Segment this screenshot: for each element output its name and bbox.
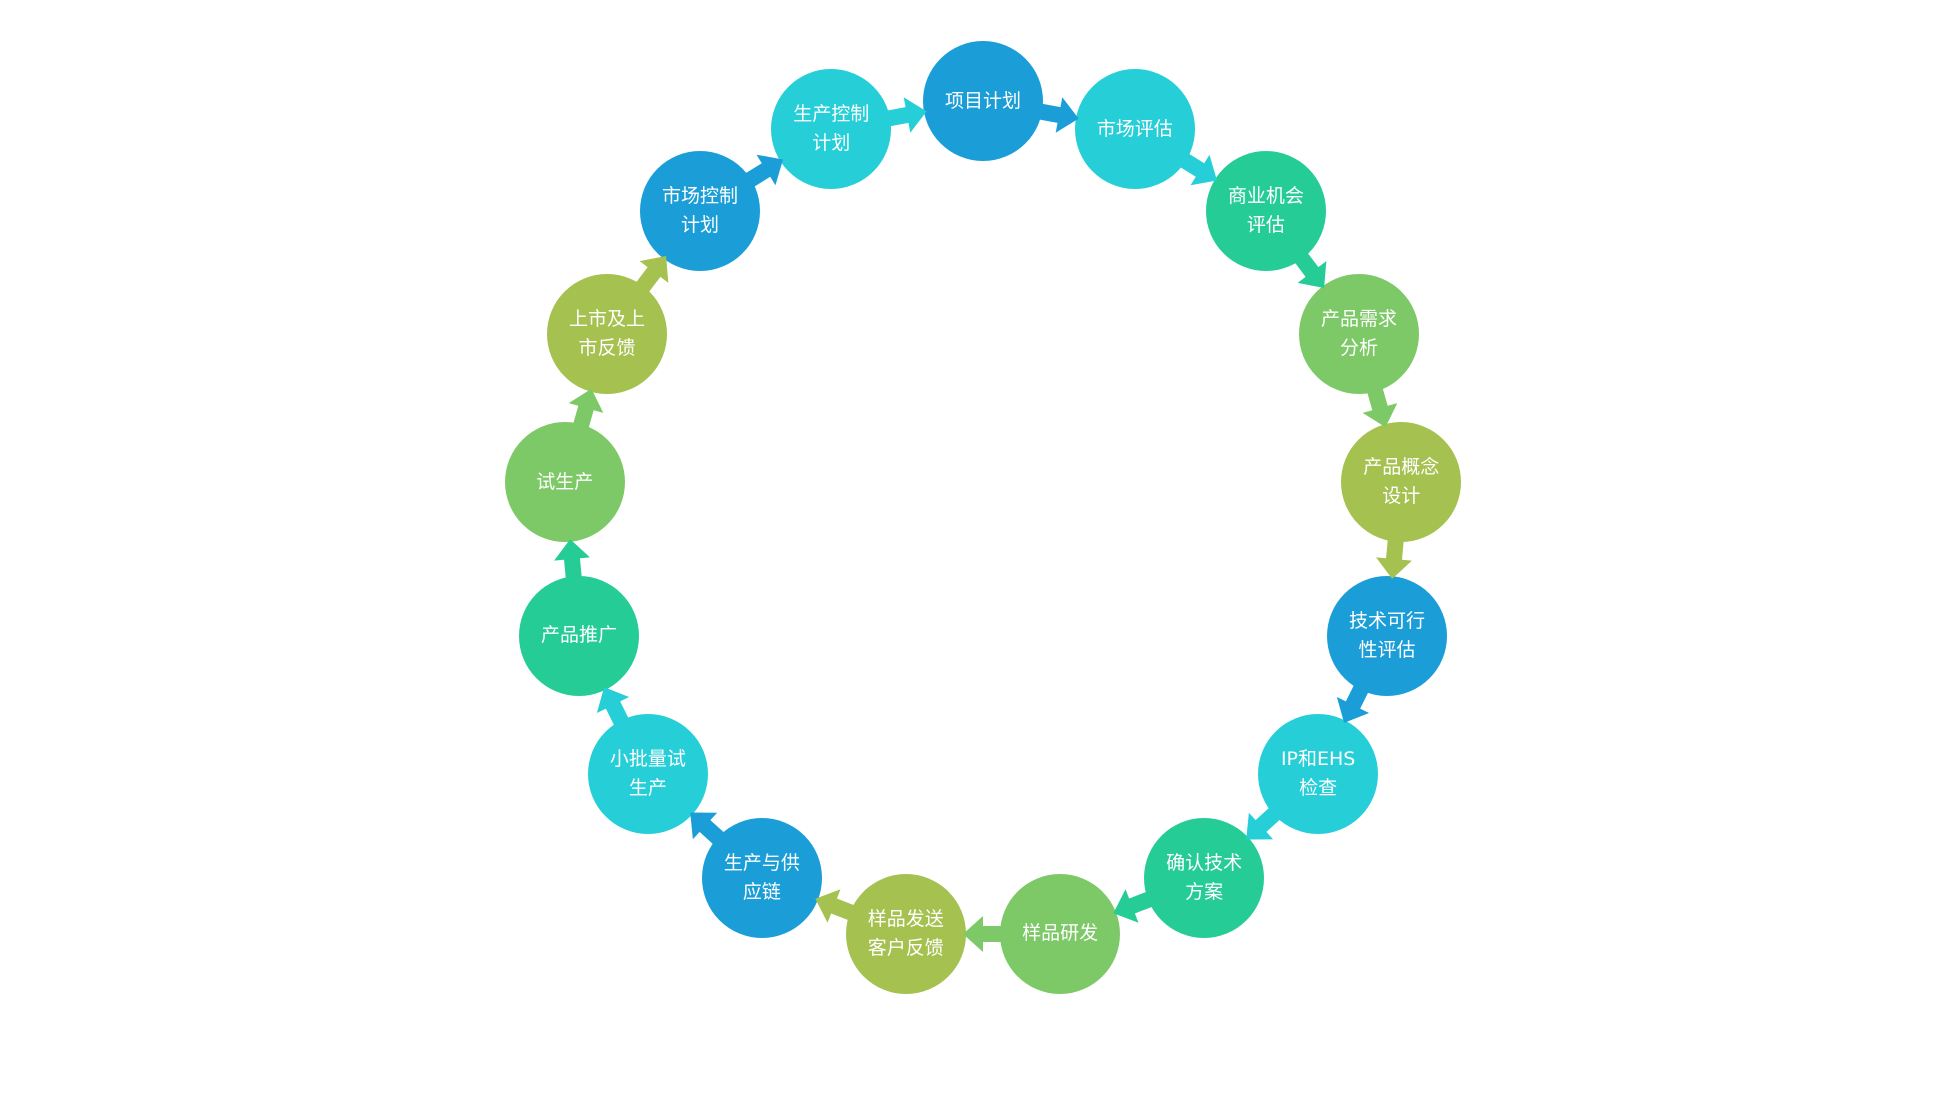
step-label: 生产控制计划 bbox=[793, 100, 869, 158]
step-label-line: 评估 bbox=[1246, 213, 1285, 236]
step-node: 样品发送客户反馈 bbox=[845, 873, 966, 994]
step-label-line: 生产控制 bbox=[793, 103, 870, 126]
flow-arrow-icon bbox=[1037, 97, 1079, 133]
step-label-line: 分析 bbox=[1339, 336, 1378, 359]
step-label: 样品发送客户反馈 bbox=[868, 905, 944, 963]
step-node: 生产控制计划 bbox=[771, 69, 892, 190]
step-label-line: 市场控制 bbox=[662, 184, 739, 207]
step-label-line: 应链 bbox=[742, 881, 781, 904]
flow-arrow-icon bbox=[1336, 683, 1369, 723]
step-node: 小批量试生产 bbox=[587, 714, 708, 835]
step-label-line: 产品概念 bbox=[1363, 456, 1440, 479]
step-label-line: 市反馈 bbox=[578, 336, 636, 359]
flow-arrow-icon bbox=[744, 154, 783, 188]
flow-arrow-icon bbox=[885, 97, 927, 133]
step-label-line: 计划 bbox=[681, 213, 720, 236]
flow-arrow-icon bbox=[568, 388, 604, 430]
flow-arrow-icon bbox=[963, 915, 1003, 952]
step-label: 生产与供应链 bbox=[724, 849, 800, 907]
step-label-line: 市场评估 bbox=[1096, 117, 1173, 140]
step-label: 产品推广 bbox=[541, 621, 617, 650]
step-label: 市场控制计划 bbox=[662, 182, 738, 240]
flow-arrow-icon bbox=[553, 539, 590, 580]
flow-arrow-icon bbox=[1179, 152, 1218, 186]
step-label: 市场评估 bbox=[1097, 115, 1173, 144]
step-label: 商业机会评估 bbox=[1228, 182, 1304, 240]
step-label-line: 生产 bbox=[628, 777, 667, 800]
step-node: 试生产 bbox=[504, 422, 625, 543]
flow-arrow-icon bbox=[690, 812, 726, 846]
flow-arrow-icon bbox=[1362, 386, 1398, 428]
step-node: 生产与供应链 bbox=[701, 818, 822, 939]
step-node: 商业机会评估 bbox=[1205, 150, 1326, 271]
step-node: 市场控制计划 bbox=[640, 150, 761, 271]
step-label: 产品需求分析 bbox=[1321, 305, 1397, 363]
step-label: 上市及上市反馈 bbox=[569, 305, 645, 363]
step-label: 样品研发 bbox=[1022, 919, 1098, 948]
step-node: 项目计划 bbox=[923, 41, 1043, 161]
flow-arrow-icon bbox=[1376, 538, 1413, 579]
step-node: 市场评估 bbox=[1074, 69, 1195, 190]
step-label: 项目计划 bbox=[945, 87, 1021, 116]
step-label-line: 生产与供 bbox=[723, 852, 800, 875]
flow-arrow-icon bbox=[1294, 251, 1327, 289]
step-label-line: 确认技术 bbox=[1166, 852, 1243, 875]
step-label-line: 产品推广 bbox=[541, 624, 618, 647]
step-label-line: 样品研发 bbox=[1022, 922, 1099, 945]
step-node: 技术可行性评估 bbox=[1326, 575, 1447, 696]
flow-arrow-icon bbox=[1246, 806, 1282, 840]
step-label-line: 方案 bbox=[1185, 881, 1224, 904]
step-node: 上市及上市反馈 bbox=[547, 273, 668, 394]
step-label-line: 检查 bbox=[1299, 777, 1338, 800]
step-label-line: IP和EHS bbox=[1280, 748, 1356, 771]
step-node: 确认技术方案 bbox=[1144, 818, 1265, 939]
step-label-line: 上市及上 bbox=[569, 307, 646, 330]
step-label-line: 计划 bbox=[812, 132, 851, 155]
step-label-line: 试生产 bbox=[536, 470, 594, 493]
step-node: 样品研发 bbox=[1000, 873, 1121, 994]
step-label-line: 商业机会 bbox=[1227, 184, 1304, 207]
step-label-line: 技术可行 bbox=[1348, 609, 1425, 632]
step-node: 产品需求分析 bbox=[1298, 273, 1419, 394]
step-label: 技术可行性评估 bbox=[1349, 607, 1425, 665]
step-label-line: 项目计划 bbox=[944, 89, 1021, 112]
step-label: 产品概念设计 bbox=[1363, 453, 1439, 511]
step-node: 产品推广 bbox=[519, 575, 640, 696]
step-label: 确认技术方案 bbox=[1166, 849, 1242, 907]
step-label-line: 客户反馈 bbox=[867, 936, 944, 959]
step-label: IP和EHS 检查 bbox=[1281, 745, 1355, 803]
flow-arrow-icon bbox=[635, 256, 668, 293]
step-label: 试生产 bbox=[536, 468, 593, 497]
step-label-line: 设计 bbox=[1382, 485, 1421, 508]
step-node: 产品概念设计 bbox=[1341, 422, 1462, 543]
step-label-line: 产品需求 bbox=[1320, 307, 1397, 330]
flow-arrow-icon bbox=[1113, 889, 1154, 923]
flow-arrow-icon bbox=[815, 889, 856, 923]
step-label-line: 性评估 bbox=[1358, 638, 1416, 661]
step-label-line: 小批量试 bbox=[609, 748, 686, 771]
step-label: 小批量试生产 bbox=[610, 745, 686, 803]
step-label-line: 样品发送 bbox=[867, 907, 944, 930]
flow-arrow-icon bbox=[597, 687, 630, 727]
step-node: IP和EHS 检查 bbox=[1258, 714, 1379, 835]
